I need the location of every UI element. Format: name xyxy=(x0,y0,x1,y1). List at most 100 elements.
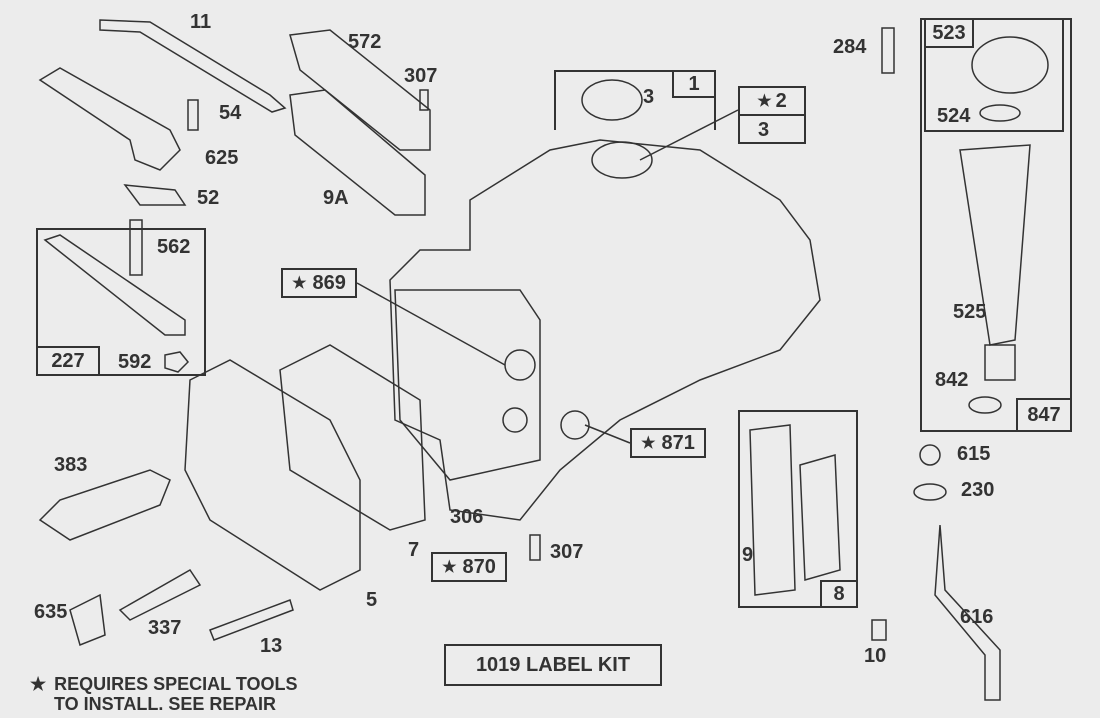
label-625: 625 xyxy=(205,147,239,169)
star-icon: ★ xyxy=(30,674,47,694)
label-635: 635 xyxy=(34,601,68,623)
part-284-bolt xyxy=(881,27,895,74)
part-307-screw xyxy=(419,89,429,111)
part-9-gasket xyxy=(749,424,796,596)
star-icon: ★ xyxy=(292,275,307,292)
tag-8: 8 xyxy=(820,580,858,608)
seal-3 xyxy=(581,79,643,121)
label-9a: 9A xyxy=(323,187,349,209)
part-230-washer xyxy=(913,483,947,501)
part-615-washer xyxy=(919,444,941,466)
label-307: 307 xyxy=(404,65,438,87)
star-icon: ★ xyxy=(757,93,772,110)
tag-523: 523 xyxy=(924,18,974,48)
part-5-cylinder-head xyxy=(184,359,361,591)
label-52: 52 xyxy=(197,187,220,209)
box-523-group xyxy=(924,18,1064,132)
footnote-line-1: REQUIRES SPECIAL TOOLS xyxy=(54,674,298,694)
box-227-group xyxy=(36,228,206,376)
label-10: 10 xyxy=(864,645,887,667)
label-572: 572 xyxy=(348,31,382,53)
part-525-tube xyxy=(959,144,1031,346)
box-8-group xyxy=(738,410,858,608)
label-847: 847 xyxy=(1027,403,1061,426)
part-847-oring xyxy=(968,396,1002,414)
label-337: 337 xyxy=(148,617,182,639)
tag-847: 847 xyxy=(1016,398,1072,432)
label-kit-box: 1019 LABEL KIT xyxy=(444,644,662,686)
tag-2: ★2 xyxy=(738,86,806,116)
label-8: 8 xyxy=(833,582,845,605)
part-842-fitting xyxy=(984,344,1016,381)
part-52-gasket xyxy=(123,184,187,206)
part-383-tool xyxy=(38,469,171,541)
label-3: 3 xyxy=(643,86,655,108)
part-337-spark-plug xyxy=(118,569,202,621)
star-icon: ★ xyxy=(641,435,656,452)
crankcase xyxy=(389,139,821,521)
leader-871 xyxy=(584,424,631,444)
label-842: 842 xyxy=(935,369,969,391)
label-306: 306 xyxy=(450,506,484,528)
label-9: 9 xyxy=(742,544,754,566)
star-icon: ★ xyxy=(442,559,457,576)
part-9a-gasket xyxy=(289,89,426,216)
part-625-breather xyxy=(38,67,181,171)
box-1-group xyxy=(554,70,716,130)
bore-869 xyxy=(504,349,536,381)
part-11-tube xyxy=(99,19,287,113)
label-7: 7 xyxy=(408,539,420,561)
leader-869 xyxy=(356,282,506,366)
tag-227: 227 xyxy=(36,346,100,376)
label-11: 11 xyxy=(190,11,212,33)
part-227-bracket xyxy=(43,234,186,336)
label-5: 5 xyxy=(366,589,378,611)
label-kit-text: 1019 LABEL KIT xyxy=(475,653,631,676)
label-592: 592 xyxy=(118,351,152,373)
label-227: 227 xyxy=(51,349,85,372)
seal-bore xyxy=(591,141,653,179)
part-635-boot xyxy=(69,593,106,647)
label-307b: 307 xyxy=(550,541,584,563)
bore-870 xyxy=(502,407,528,433)
label-869: 869 xyxy=(312,271,346,294)
leader-2 xyxy=(639,109,739,161)
label-615: 615 xyxy=(957,443,991,465)
label-3-kit: 3 xyxy=(758,119,770,141)
tag-870: ★ 870 xyxy=(431,552,507,582)
label-13: 13 xyxy=(260,635,283,657)
part-616-rod xyxy=(934,524,1001,701)
cylinder-bore xyxy=(394,289,541,481)
label-54: 54 xyxy=(219,102,242,124)
label-870: 870 xyxy=(462,555,496,578)
footnote: ★ REQUIRES SPECIAL TOOLS TO INSTALL. SEE … xyxy=(30,674,298,714)
tag-1: 1 xyxy=(672,70,716,98)
label-230: 230 xyxy=(961,479,995,501)
part-13-bolt xyxy=(209,599,294,641)
bore-871 xyxy=(560,410,590,440)
part-523-cap xyxy=(971,36,1049,94)
part-562-screw xyxy=(129,219,143,276)
part-54-bolt xyxy=(187,99,199,131)
label-525: 525 xyxy=(953,301,987,323)
part-10-screw xyxy=(871,619,887,641)
label-523: 523 xyxy=(932,21,966,44)
part-307b-screw xyxy=(529,534,541,561)
label-616: 616 xyxy=(960,606,994,628)
label-562: 562 xyxy=(157,236,191,258)
label-383: 383 xyxy=(54,454,88,476)
part-592-nut xyxy=(164,351,190,373)
tag-869: ★ 869 xyxy=(281,268,357,298)
label-524: 524 xyxy=(937,105,971,127)
part-524-oring xyxy=(979,104,1021,122)
footnote-line-2: TO INSTALL. SEE REPAIR xyxy=(54,694,277,714)
label-1: 1 xyxy=(688,72,700,95)
part-572-gasket xyxy=(289,29,431,151)
label-2: 2 xyxy=(775,89,787,112)
part-7-head-gasket xyxy=(279,344,426,531)
label-284: 284 xyxy=(833,36,867,58)
tag-871: ★871 xyxy=(630,428,706,458)
part-8-gasket xyxy=(799,454,841,581)
